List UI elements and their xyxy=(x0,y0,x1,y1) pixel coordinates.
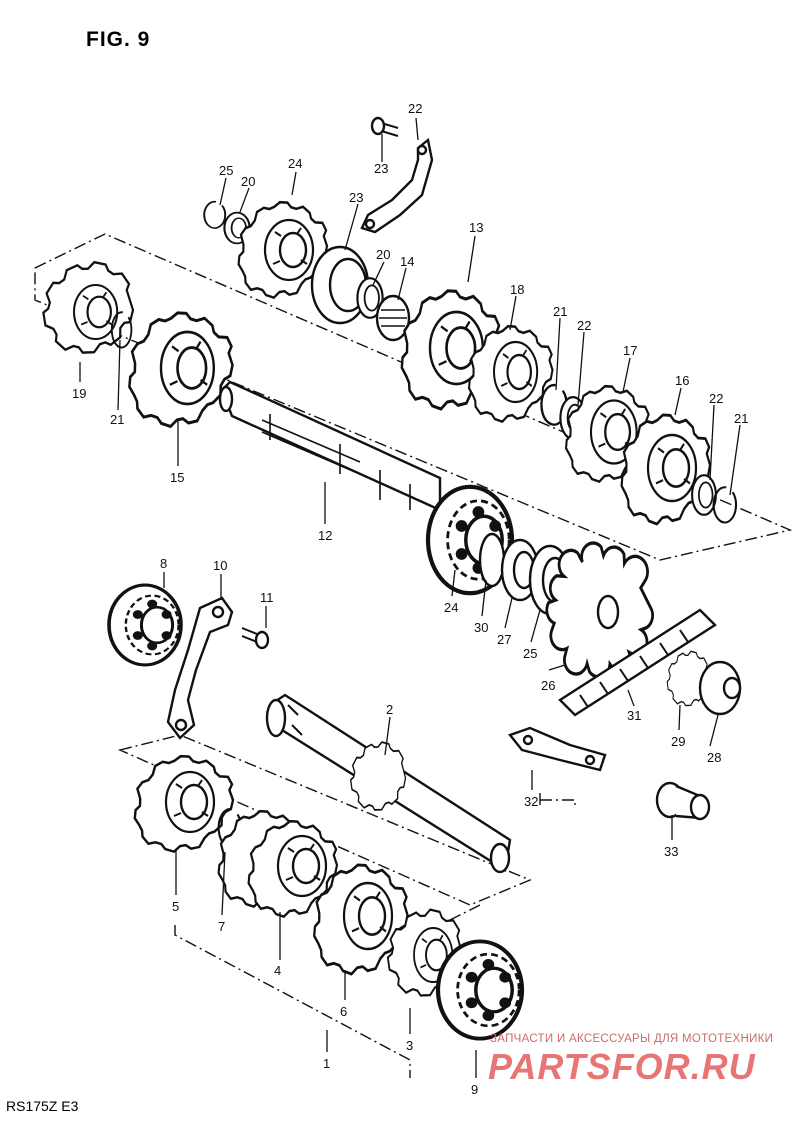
part-label-21b: 21 xyxy=(734,411,748,426)
part-label-9: 9 xyxy=(471,1082,478,1097)
part-label-8: 8 xyxy=(160,556,167,571)
part-label-29: 25 xyxy=(219,163,233,178)
part-number-labels: 25 20 24 22 23 23 20 14 13 18 21 22 17 1… xyxy=(72,101,748,1097)
part-label-18: 18 xyxy=(510,282,524,297)
part-label-22a: 22 xyxy=(577,318,591,333)
part-label-32: 28 xyxy=(707,750,721,765)
part-label-1: 1 xyxy=(323,1056,330,1071)
part-label-34: 30 xyxy=(474,620,488,635)
part-label-2: 2 xyxy=(386,702,393,717)
bearing-arm-group xyxy=(107,116,434,740)
part-label-21c: 21 xyxy=(110,412,124,427)
part-label-36: 32 xyxy=(524,794,538,809)
part-label-15: 15 xyxy=(170,470,184,485)
part-label-17: 17 xyxy=(623,343,637,358)
part-label-7: 7 xyxy=(218,919,225,934)
mainshaft-assembly xyxy=(133,693,522,1039)
part-label-13: 13 xyxy=(469,220,483,235)
part-label-26: 22 xyxy=(408,101,422,116)
watermark-logo: PARTSFOR.RU xyxy=(488,1046,756,1087)
part-label-3: 3 xyxy=(406,1038,413,1053)
part-label-23: 23 xyxy=(349,190,363,205)
part-label-21a: 21 xyxy=(553,304,567,319)
part-label-28: 24 xyxy=(288,156,302,171)
countershaft-assembly xyxy=(42,200,738,616)
part-label-27: 23 xyxy=(374,161,388,176)
part-label-35: 31 xyxy=(627,708,641,723)
figure-title: FIG. 9 xyxy=(86,28,151,51)
model-code: RS175Z E3 xyxy=(6,1098,79,1114)
part-label-22b: 22 xyxy=(709,391,723,406)
part-label-24: 24 xyxy=(444,600,458,615)
part-label-14: 14 xyxy=(400,254,414,269)
part-label-33: 29 xyxy=(671,734,685,749)
part-label-20a: 20 xyxy=(241,174,255,189)
part-label-20b: 20 xyxy=(376,247,390,262)
leader-lines xyxy=(79,117,741,1078)
part-label-37: 33 xyxy=(664,844,678,859)
part-label-12: 12 xyxy=(318,528,332,543)
part-label-11: 11 xyxy=(260,590,274,605)
part-label-25: 25 xyxy=(523,646,537,661)
part-label-31: 27 xyxy=(497,632,511,647)
part-label-10: 10 xyxy=(213,558,227,573)
part-label-30: 26 xyxy=(541,678,555,693)
sprocket-chain-group xyxy=(508,541,742,821)
part-label-19: 19 xyxy=(72,386,86,401)
part-label-16: 16 xyxy=(675,373,689,388)
watermark-tagline: ЗАПЧАСТИ И АКСЕССУАРЫ ДЛЯ МОТОТЕХНИКИ xyxy=(490,1033,774,1045)
part-label-5: 5 xyxy=(172,899,179,914)
part-label-4: 4 xyxy=(274,963,281,978)
part-label-6: 6 xyxy=(340,1004,347,1019)
